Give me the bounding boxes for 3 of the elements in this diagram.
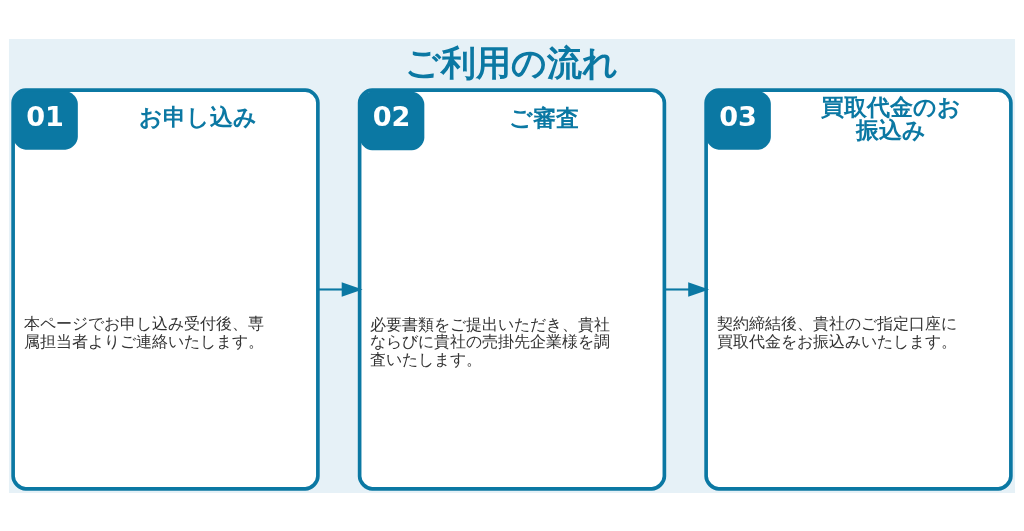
arrow: [318, 281, 363, 297]
diagram-title: ご利用の流れ: [405, 41, 619, 83]
arrow: [664, 281, 710, 297]
